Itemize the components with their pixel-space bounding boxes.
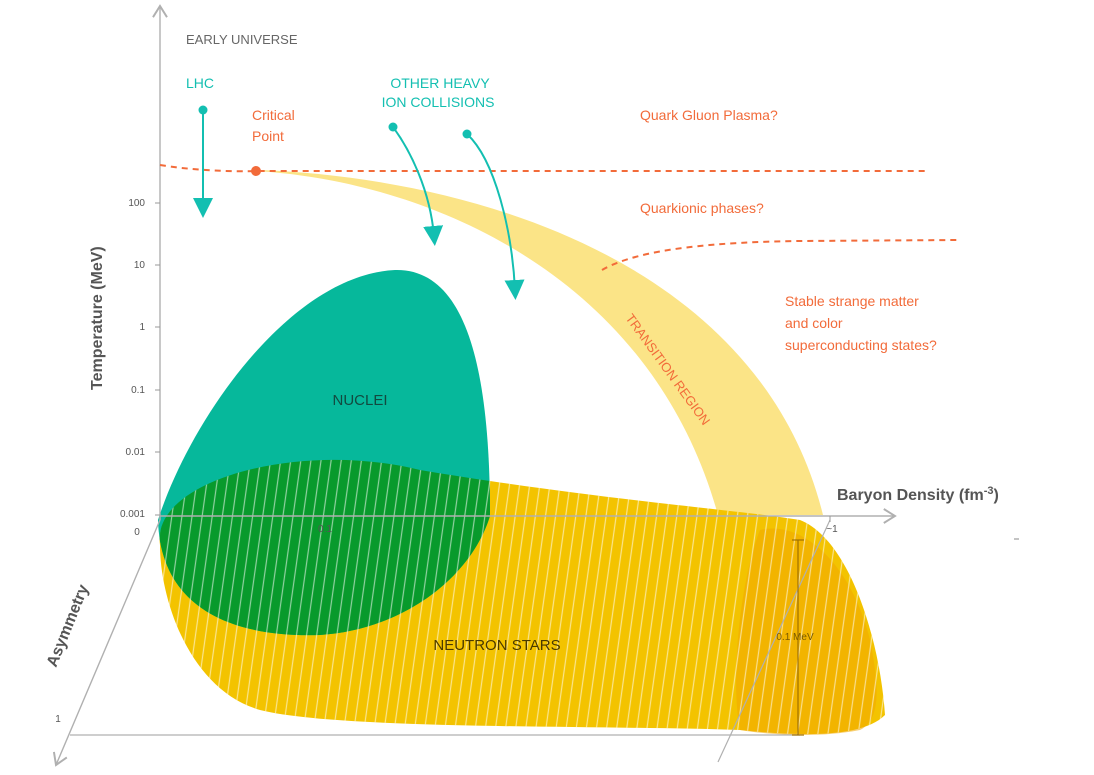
stable-matter-label-line1: Stable strange matter	[785, 293, 919, 309]
heavy-ion-arrow-2	[466, 133, 525, 300]
neutron-stars-label: NEUTRON STARS	[433, 637, 560, 654]
x-tick-1: ~1	[826, 524, 838, 535]
critical-point-marker	[251, 166, 261, 176]
transition-region-band	[255, 170, 823, 515]
stable-matter-label-line2: and color	[785, 315, 843, 331]
heavy-ion-label-line1: OTHER HEAVY	[390, 75, 490, 91]
z-axis-line	[52, 519, 161, 767]
y-ticks	[155, 202, 160, 516]
qgp-boundary-line	[159, 164, 928, 173]
height-marker-label: 0.1 MeV	[776, 632, 814, 643]
early-universe-label: EARLY UNIVERSE	[186, 32, 298, 47]
neutron-stars-hatch	[159, 459, 886, 735]
z-tick-1: 1	[55, 714, 61, 725]
floor-diagonal-line	[717, 519, 831, 763]
x-axis-title: Baryon Density (fm-3)	[837, 485, 999, 504]
y-tick-100: 100	[128, 198, 145, 209]
qgp-label: Quark Gluon Plasma?	[640, 107, 778, 123]
y-axis-title: Temperature (MeV)	[89, 246, 106, 390]
y-tick-0.01: 0.01	[126, 447, 146, 458]
critical-point-label-line2: Point	[252, 128, 284, 144]
nuclei-label: NUCLEI	[332, 392, 387, 409]
quarkionic-label: Quarkionic phases?	[640, 200, 764, 216]
quarkionic-boundary-line	[601, 239, 959, 271]
stable-matter-label-line3: superconducting states?	[785, 337, 937, 353]
y-tick-0.001: 0.001	[120, 509, 145, 520]
heavy-ion-label-line2: ION COLLISIONS	[382, 94, 495, 110]
z-axis-title: Asymmetry	[44, 582, 92, 669]
y-tick-10: 10	[134, 260, 146, 271]
heavy-ion-arrow-1	[392, 126, 444, 246]
lhc-label: LHC	[186, 75, 214, 91]
y-tick-0.1: 0.1	[131, 385, 145, 396]
critical-point-label-line1: Critical	[252, 107, 295, 123]
y-tick-1: 1	[139, 322, 145, 333]
x-tick-0.1: 0.1	[318, 524, 332, 535]
z-tick-0: 0	[134, 527, 140, 538]
